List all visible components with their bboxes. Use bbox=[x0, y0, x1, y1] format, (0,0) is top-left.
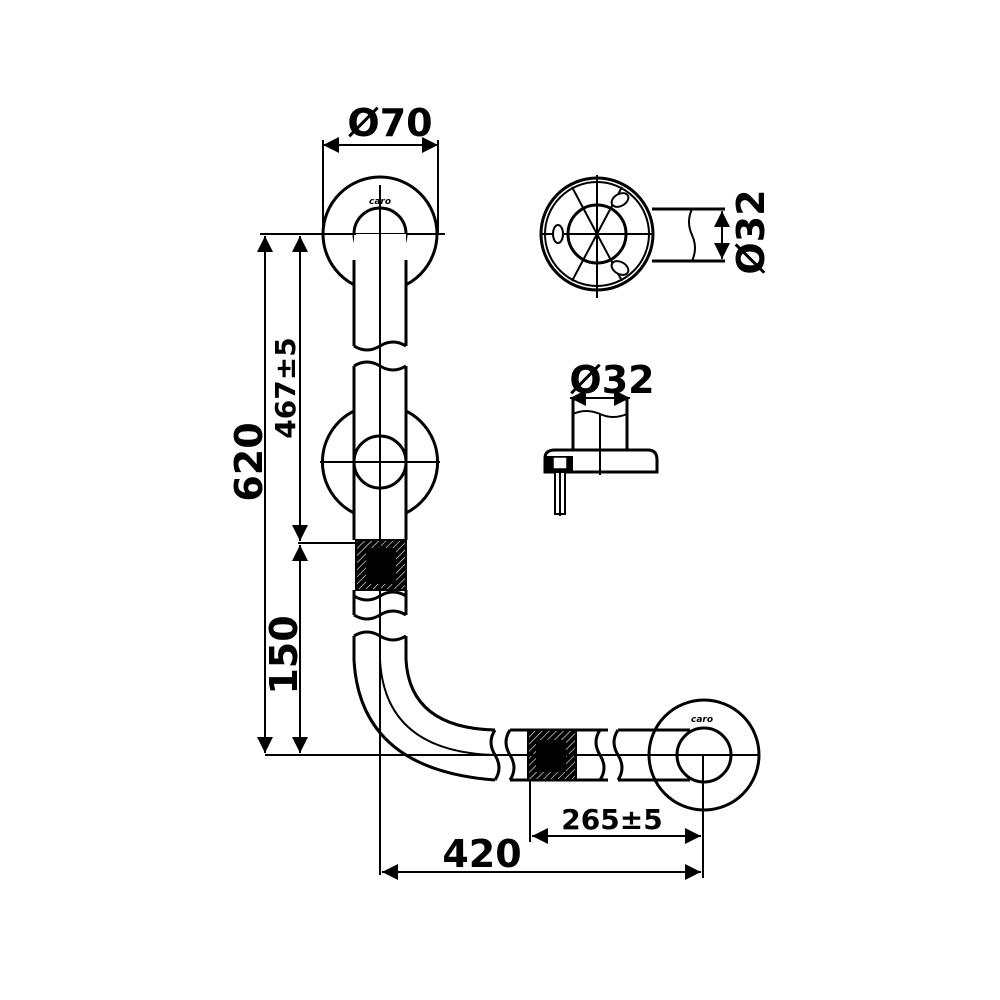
dim-flange-diameter: Ø70 bbox=[347, 101, 432, 145]
dim-tube-diameter-side: Ø32 bbox=[569, 358, 654, 402]
dim-total-height: 620 bbox=[227, 422, 271, 501]
dim-lower-offset: 150 bbox=[262, 615, 306, 694]
flange-top-view bbox=[539, 175, 730, 298]
dim-horizontal-span: 265±5 bbox=[561, 803, 662, 836]
extension-lines bbox=[260, 140, 760, 878]
elbow bbox=[352, 630, 501, 782]
svg-text:caro: caro bbox=[691, 715, 713, 725]
flange-side-view bbox=[543, 390, 659, 516]
dim-total-width: 420 bbox=[442, 832, 521, 876]
dimension-lines bbox=[257, 137, 701, 880]
dim-upper-span: 467±5 bbox=[269, 337, 302, 438]
dim-tube-diameter-top: Ø32 bbox=[729, 189, 773, 274]
